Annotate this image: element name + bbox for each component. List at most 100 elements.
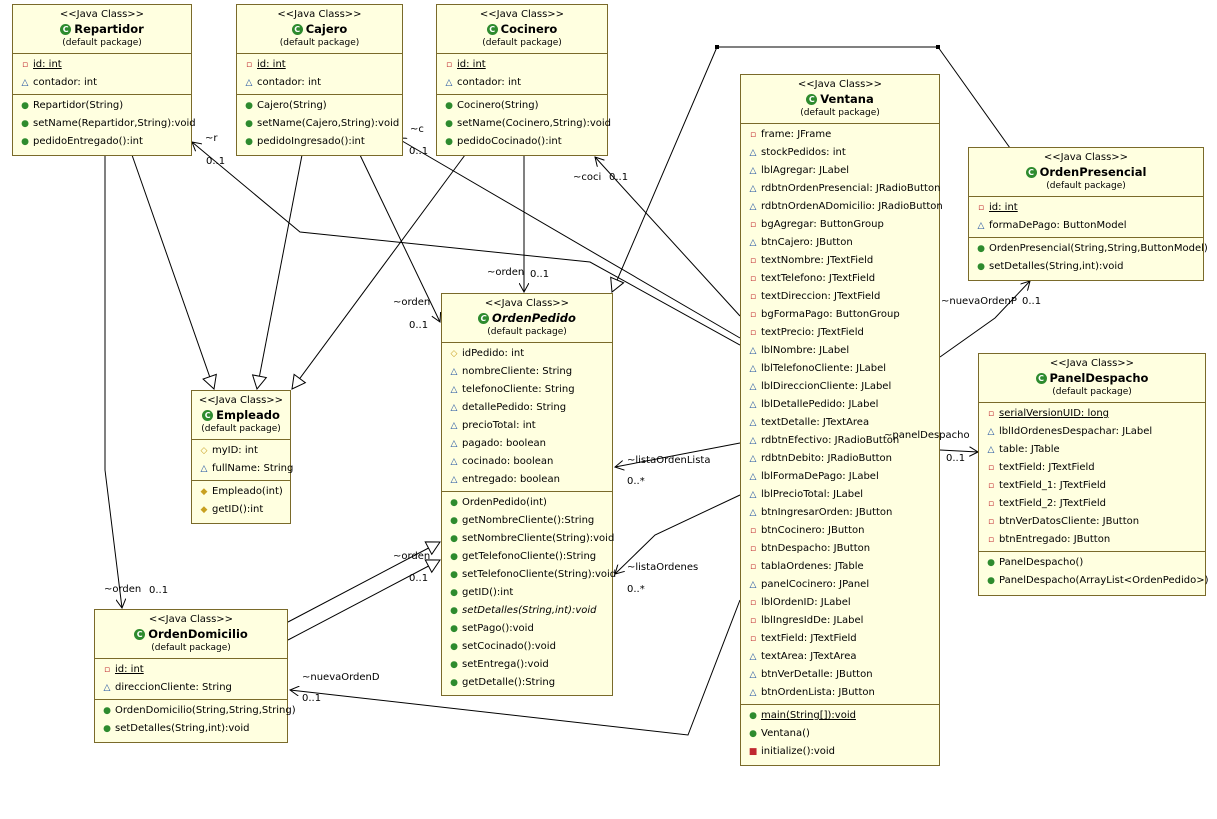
attribute-text: formaDePago: ButtonModel [989,220,1127,231]
method-row: ●setName(Repartidor,String):void [13,115,196,133]
assoc-ventana-nuevaordend [290,599,741,736]
private-member-icon: ▫ [987,409,995,419]
attribute-row: ▫textDireccion: JTextField [741,288,939,306]
method-row: ■initialize():void [741,743,939,761]
role-label-orden-dom2: ~orden [393,551,431,562]
attributes-section: ◇idPedido: int△nombreCliente: String△tel… [442,343,612,491]
package-member-icon: △ [749,202,757,212]
assoc-ventana-repartidor [192,142,741,346]
method-text: PanelDespacho() [999,557,1084,568]
method-row: ●setName(Cajero,String):void [237,115,402,133]
role-label-listaordenlista: ~listaOrdenLista [627,455,711,466]
method-row: ●setDetalles(String,int):void [442,602,612,620]
method-text: OrdenDomicilio(String,String,String) [115,705,296,716]
class-name: Empleado [216,408,280,422]
class-icon: C [60,24,72,35]
method-text: Cocinero(String) [457,100,539,111]
attribute-text: detallePedido: String [462,402,567,413]
attribute-text: lblAgregar: JLabel [761,165,850,176]
multiplicity-label-c: 0..1 [409,146,429,157]
methods-section: ●OrdenDomicilio(String,String,String)●se… [95,699,296,740]
private-member-icon: ▫ [987,463,995,473]
method-text: Empleado(int) [212,486,283,497]
attribute-text: pagado: boolean [462,438,546,449]
package-label: (default package) [482,38,562,48]
multiplicity-label-orden-top: 0..1 [530,269,550,280]
attribute-row: ▫frame: JFrame [741,126,939,144]
attribute-text: tablaOrdenes: JTable [761,561,864,572]
attribute-row: ▫id: int [437,56,607,74]
attribute-row: △lblPrecioTotal: JLabel [741,486,939,504]
method-text: setCocinado():void [462,641,556,652]
attribute-row: △stockPedidos: int [741,144,939,162]
methods-section: ●OrdenPresencial(String,String,ButtonMod… [969,237,1208,278]
package-member-icon: △ [749,184,757,194]
public-member-icon: ● [103,706,111,716]
class-icon: C [486,24,498,35]
method-text: OrdenPedido(int) [462,497,547,508]
package-member-icon: △ [749,238,757,248]
package-label: (default package) [800,108,880,118]
class-name: Ventana [820,92,874,106]
method-row: ◆getID():int [192,501,290,519]
package-member-icon: △ [749,472,757,482]
package-label: (default package) [487,327,567,337]
role-label-c: ~c [410,124,424,135]
package-member-icon: △ [450,421,458,431]
attribute-text: lblFormaDePago: JLabel [761,471,879,482]
stereotype-label: <<Java Class>> [797,79,883,90]
method-row: ●getDetalle():String [442,674,612,692]
attribute-text: textField: JTextField [999,462,1095,473]
generalization-cocinero-empleado [291,154,466,390]
method-row: ● setNombreCliente(String):void [442,530,615,548]
method-text: getTelefonoCliente():String [462,551,597,562]
attribute-text: lblTelefonoCliente: JLabel [761,363,887,374]
attribute-row: △btnCajero: JButton [741,234,939,252]
attribute-text: lblNombre: JLabel [761,345,850,356]
attribute-text: lblIdOrdenesDespachar: JLabel [999,426,1153,437]
class-name: Cocinero [500,22,558,36]
class-icon: C [134,629,146,640]
public-member-icon: ● [245,101,253,111]
method-row: ●Repartidor(String) [13,97,191,115]
attribute-text: textDetalle: JTextArea [761,417,870,428]
public-member-icon: ● [445,137,453,147]
attribute-text: btnEntregado: JButton [999,534,1111,545]
private-member-icon: ■ [748,747,758,757]
generalization-ordendomicilio-ordenpedido-1 [287,541,441,623]
package-member-icon: △ [450,439,458,449]
method-row: ●setCocinado():void [442,638,612,656]
attribute-text: textField_1: JTextField [999,480,1106,491]
package-label: (default package) [1046,181,1126,191]
attribute-row: ▫id: int [95,661,287,679]
multiplicity-label-orden-dom: 0..1 [149,585,169,596]
attribute-text: id: int [989,202,1018,213]
multiplicity-label-listaordenlista: 0..* [627,476,645,487]
attribute-row: ▫btnDespacho: JButton [741,540,939,558]
method-text: setNombreCliente(String):void [462,533,615,544]
attribute-row: △contador: int [237,74,402,92]
private-member-icon: ▫ [987,517,995,527]
package-member-icon: △ [749,382,757,392]
methods-section: ◆Empleado(int)◆getID():int [192,480,290,521]
public-member-icon: ● [450,534,458,544]
method-text: getDetalle():String [462,677,556,688]
assoc-cajero-ordenpedido [359,154,440,322]
attribute-text: precioTotal: int [462,420,536,431]
attributes-section: ▫id: int△contador: int [437,54,607,94]
private-member-icon: ▫ [977,203,985,213]
method-row: ●Ventana() [741,725,939,743]
attribute-text: textField: JTextField [761,633,857,644]
package-member-icon: △ [445,78,453,88]
abstract-class-icon: C [478,313,490,324]
attribute-row: ▫btnCocinero: JButton [741,522,939,540]
